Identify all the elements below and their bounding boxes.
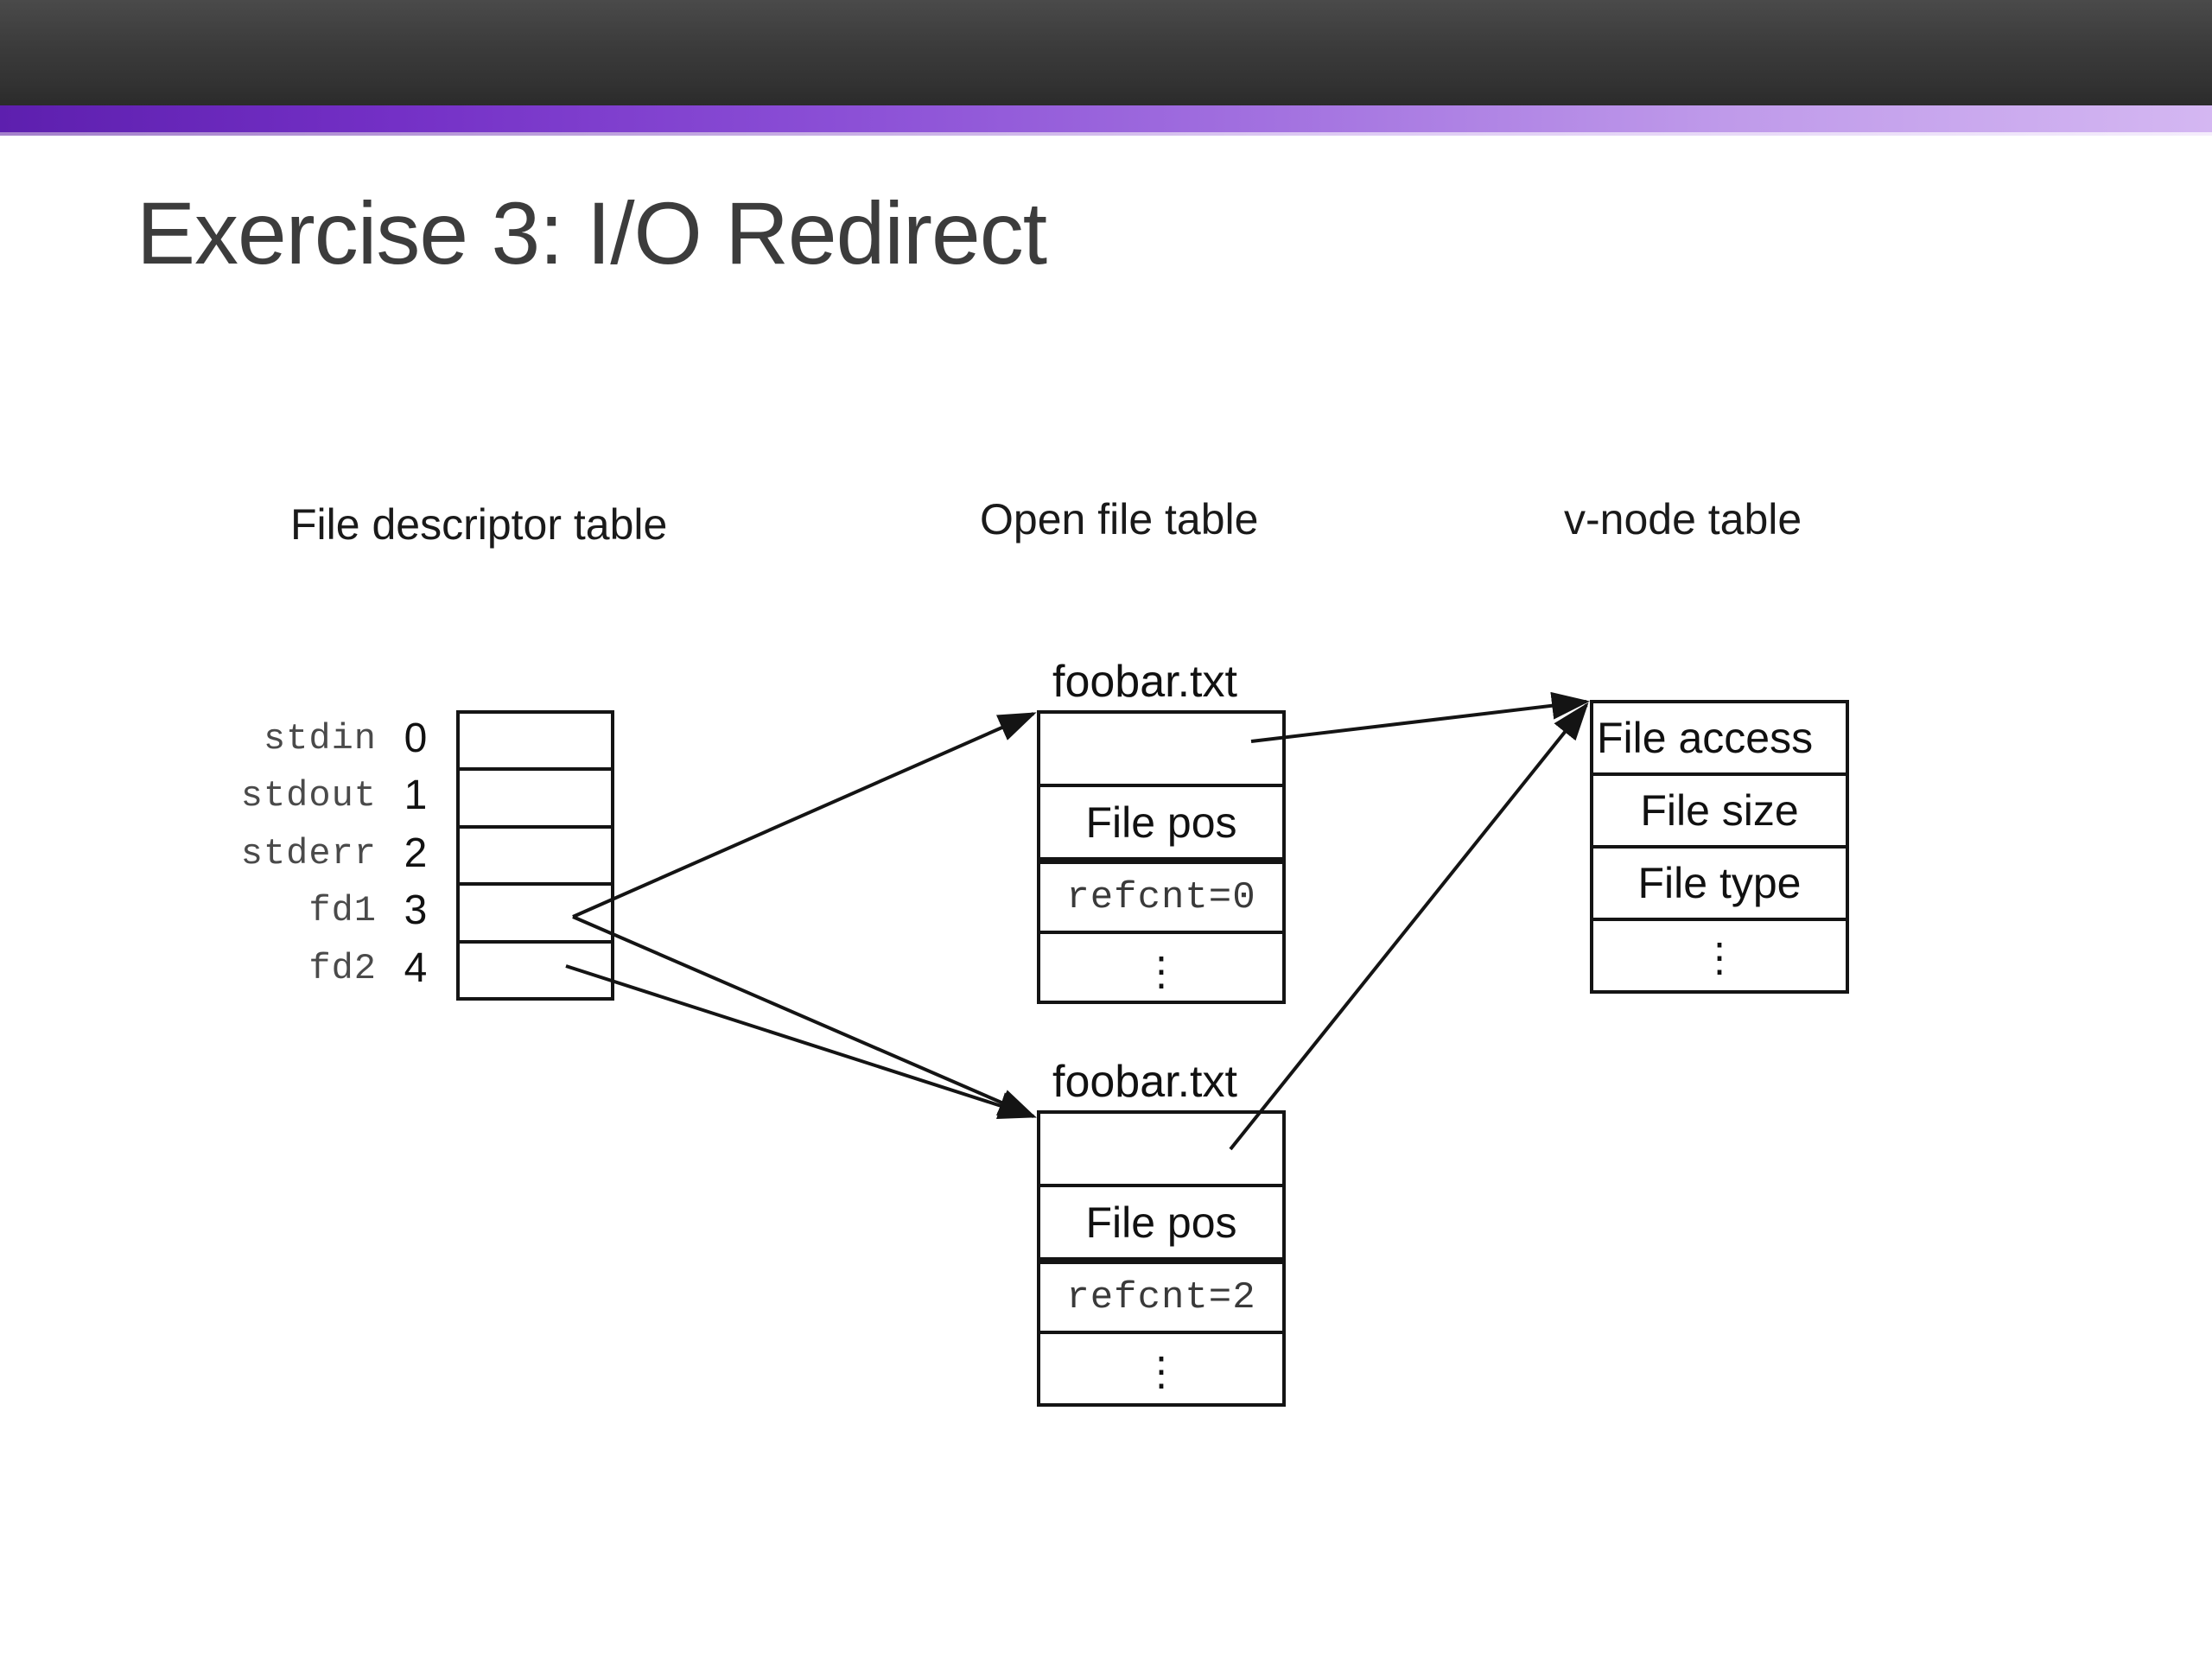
vnode-row-file-type: File type	[1593, 849, 1846, 921]
heading-open-file-table: Open file table	[980, 495, 1259, 543]
vnode-table: File access File size File type ⋮	[1590, 700, 1849, 994]
vnode-row-file-size: File size	[1593, 776, 1846, 849]
fd-name-fd2: fd2	[308, 947, 377, 989]
open-file-entry-2-filename: foobar.txt	[1052, 1057, 1237, 1107]
fd-number-2: 2	[404, 830, 428, 876]
vnode-file-size-label: File size	[1640, 786, 1799, 835]
fd-number-0: 0	[404, 715, 428, 761]
vnode-row-ellipsis: ⋮	[1593, 921, 1846, 994]
fd-name-stdout: stdout	[240, 775, 377, 817]
oft1-row-refcnt: refcnt=0	[1037, 861, 1286, 934]
oft1-ellipsis-icon: ⋮	[1141, 948, 1181, 994]
oft2-refcnt-label: refcnt=2	[1066, 1275, 1256, 1319]
fd-slot-1	[460, 771, 611, 829]
fd-slot-3	[460, 886, 611, 944]
oft1-row-ellipsis: ⋮	[1040, 934, 1282, 1007]
oft2-ellipsis-icon: ⋮	[1141, 1348, 1181, 1394]
vnode-row-file-access: File access	[1593, 703, 1846, 776]
oft1-file-pos-label: File pos	[1085, 798, 1237, 847]
oft1-row-file-pos: File pos	[1040, 787, 1282, 861]
fd-number-3: 3	[404, 887, 428, 934]
slide-accent-bar	[0, 105, 2212, 132]
page-title: Exercise 3: I/O Redirect	[137, 184, 1047, 283]
fd-name-fd1: fd1	[308, 890, 377, 932]
open-file-table-entry-1: File pos refcnt=0 ⋮	[1037, 710, 1286, 1004]
fd-number-4: 4	[404, 944, 428, 991]
oft2-file-pos-label: File pos	[1085, 1198, 1237, 1247]
oft2-row-empty	[1040, 1114, 1282, 1187]
oft1-row-empty	[1040, 714, 1282, 787]
slide-accent-bar-shadow	[0, 132, 2212, 136]
fd-name-column: stdin stdout stderr fd1 fd2	[213, 710, 377, 1001]
fd-slot-4	[460, 944, 611, 1001]
vnode-file-type-label: File type	[1637, 859, 1802, 907]
fd-slot-2	[460, 829, 611, 887]
oft2-row-file-pos: File pos	[1040, 1187, 1282, 1261]
vnode-file-access-label: File access	[1597, 714, 1814, 762]
open-file-entry-1-filename: foobar.txt	[1052, 657, 1237, 707]
fd-slot-0	[460, 714, 611, 772]
vnode-ellipsis-icon: ⋮	[1700, 935, 1739, 980]
file-descriptor-table	[456, 710, 614, 1001]
slide-top-banner	[0, 0, 2212, 105]
fd-name-stderr: stderr	[240, 832, 377, 874]
fd-number-1: 1	[404, 772, 428, 819]
open-file-table-entry-2: File pos refcnt=2 ⋮	[1037, 1110, 1286, 1407]
oft2-row-refcnt: refcnt=2	[1037, 1261, 1286, 1334]
oft2-row-ellipsis: ⋮	[1040, 1334, 1282, 1408]
fd-number-column: 0 1 2 3 4	[391, 710, 441, 1001]
heading-vnode-table: v-node table	[1564, 495, 1802, 543]
fd-name-stdin: stdin	[263, 718, 377, 760]
heading-file-descriptor-table: File descriptor table	[290, 500, 668, 549]
oft1-refcnt-label: refcnt=0	[1066, 875, 1256, 919]
